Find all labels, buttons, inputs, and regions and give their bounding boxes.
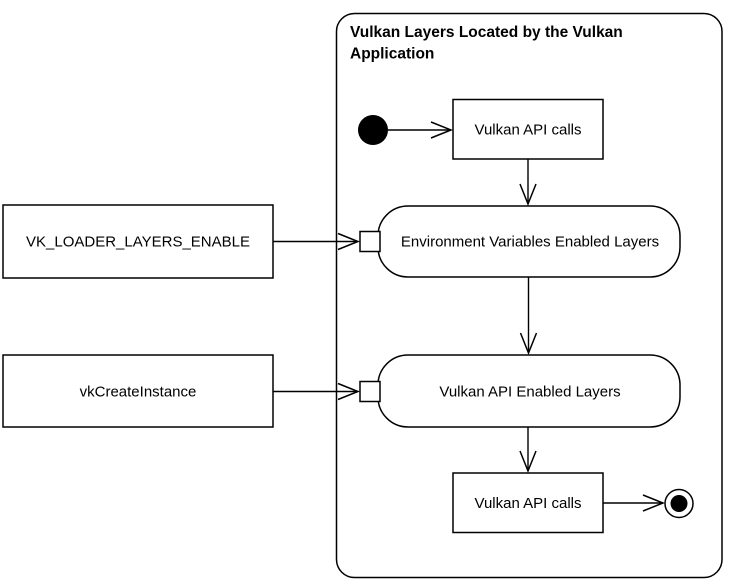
action-vulkan-api-calls-bottom-box xyxy=(452,472,604,534)
action-vulkan-api-calls-top: Vulkan API calls xyxy=(452,98,604,160)
activity-vulkan-api-enabled-layers: Vulkan API Enabled Layers xyxy=(377,354,681,428)
port-env-variables-enabled-layers xyxy=(359,230,381,253)
final-node xyxy=(664,488,694,519)
action-vulkan-api-calls-top-label: Vulkan API calls xyxy=(475,122,582,139)
activity-env-variables-enabled-layers: Environment Variables Enabled Layers xyxy=(377,205,681,278)
action-vulkan-api-calls-bottom: Vulkan API calls xyxy=(452,472,604,534)
action-vulkan-api-calls-top-box xyxy=(452,98,604,160)
diagram-frame: Vulkan Layers Located by the Vulkan Appl… xyxy=(335,12,723,579)
input-vkcreateinstance: vkCreateInstance xyxy=(2,354,274,428)
frame-border xyxy=(335,12,723,579)
frame-title-line1: Vulkan Layers Located by the Vulkan xyxy=(350,24,623,41)
input-vkcreateinstance-label: vkCreateInstance xyxy=(80,384,197,401)
input-vk-loader-layers-enable-label: VK_LOADER_LAYERS_ENABLE xyxy=(26,234,250,251)
action-vulkan-api-calls-bottom-label: Vulkan API calls xyxy=(475,495,582,512)
activity-env-variables-enabled-layers-label: Environment Variables Enabled Layers xyxy=(401,234,659,251)
input-vk-loader-layers-enable: VK_LOADER_LAYERS_ENABLE xyxy=(2,204,274,279)
input-vk-loader-layers-enable-box xyxy=(2,204,274,279)
activity-vulkan-api-enabled-layers-label: Vulkan API Enabled Layers xyxy=(439,384,620,401)
start-node xyxy=(358,115,388,145)
port-vulkan-api-enabled-layers xyxy=(359,380,381,403)
frame-title-line2: Application xyxy=(350,46,434,63)
final-node-dot xyxy=(670,495,688,512)
input-vkcreateinstance-box xyxy=(2,354,274,428)
